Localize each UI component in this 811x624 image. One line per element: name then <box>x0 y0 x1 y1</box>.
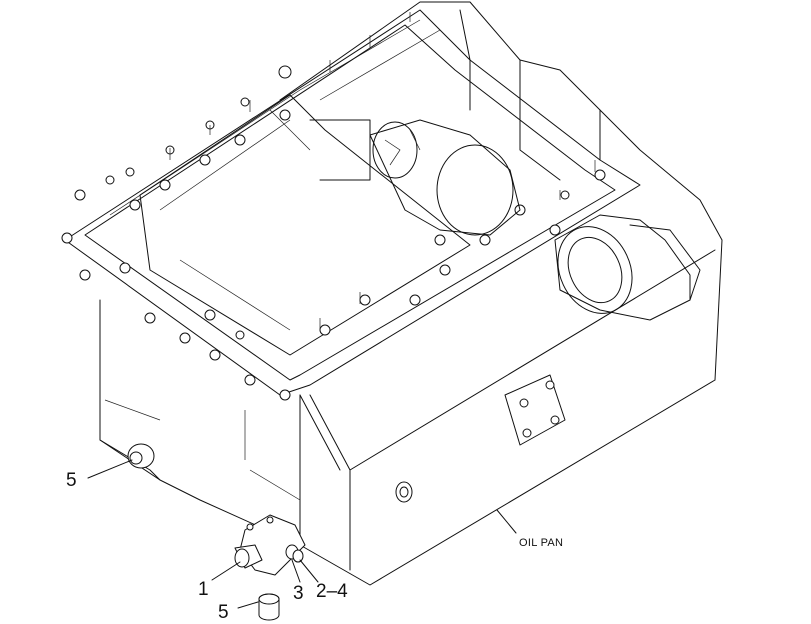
callout-2-4: 2–4 <box>316 581 348 602</box>
flange-bolts <box>61 12 606 401</box>
callout-5-left: 5 <box>66 470 77 491</box>
oil-pan-body <box>99 249 716 586</box>
callout-1: 1 <box>198 579 209 600</box>
crankshaft-seal <box>309 119 521 236</box>
oil-suction-elbow <box>554 214 701 321</box>
drain-cap <box>258 593 280 621</box>
callout-5-bottom: 5 <box>218 602 229 623</box>
oil-pan-flange <box>64 9 641 396</box>
crankcase-opening <box>139 94 471 356</box>
engine-block-outline <box>279 1 723 381</box>
leader-lines <box>87 459 517 609</box>
callout-3: 3 <box>293 583 304 604</box>
drain-fitting <box>234 514 306 576</box>
callout-labels: 5 1 3 2–4 5 OIL PAN <box>66 470 563 623</box>
side-plug <box>127 443 155 469</box>
oil-pan-label: OIL PAN <box>519 537 563 549</box>
